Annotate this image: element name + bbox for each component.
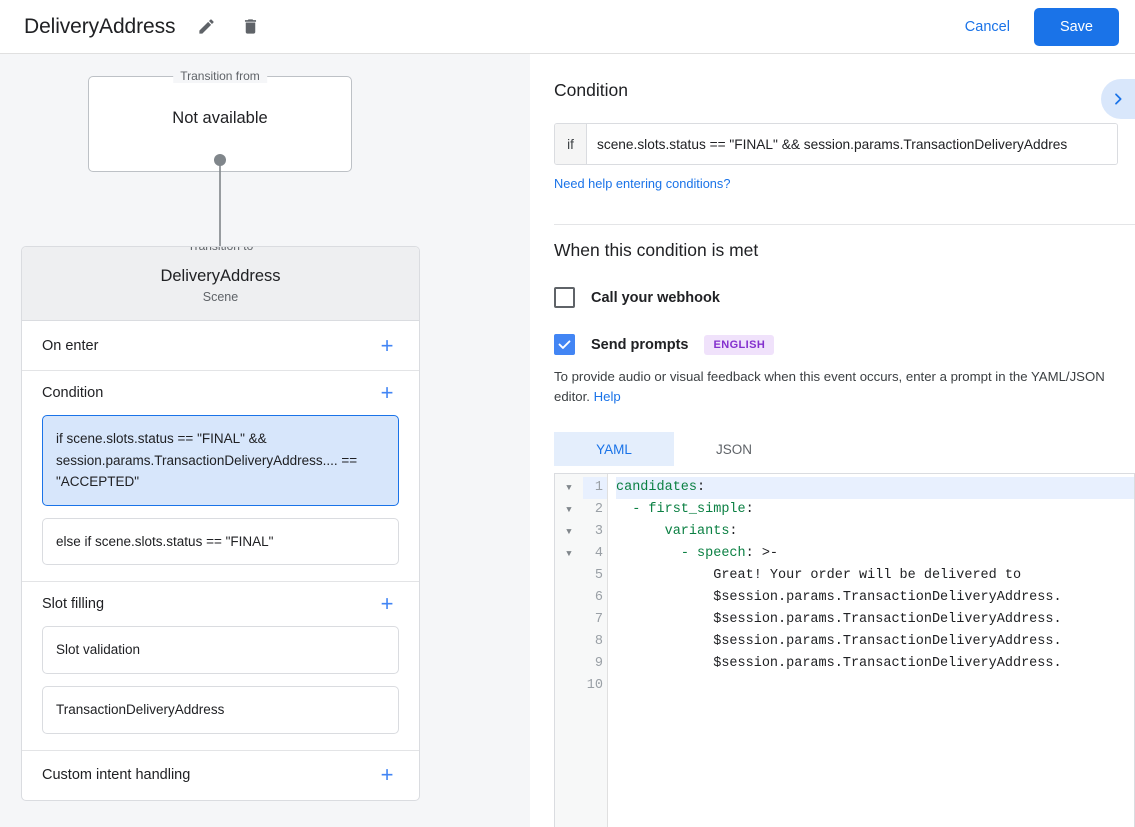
editor-code-area[interactable]: candidates: - first_simple: variants: - … [608, 474, 1134, 827]
when-condition-met-section: When this condition is met Call your web… [530, 240, 1135, 407]
scene-subtitle: Scene [202, 290, 239, 304]
fold-spacer [555, 565, 583, 587]
section-item[interactable]: Slot validation [42, 626, 399, 674]
webhook-row: Call your webhook [554, 287, 1111, 308]
condition-help-link[interactable]: Need help entering conditions? [554, 176, 731, 191]
send-prompts-label: Send prompts [591, 336, 689, 353]
scene-name: DeliveryAddress [160, 267, 281, 285]
code-line: $session.params.TransactionDeliveryAddre… [616, 656, 1062, 671]
code-line: variants: [664, 524, 738, 539]
condition-section: Condition if Need help entering conditio… [530, 54, 1135, 193]
line-number: 8 [594, 634, 603, 649]
section-header: Custom intent handling + [42, 751, 399, 800]
scene-sections: On enter + Condition + if scene.slots.status… [22, 321, 419, 800]
editor-format-tabs: YAML JSON [554, 432, 794, 466]
code-line [616, 675, 1134, 697]
section-header: Slot filling + [42, 582, 399, 626]
yaml-editor[interactable]: ▼ ▼ ▼ ▼ 1 2 3 4 5 6 7 8 9 10 candidates: - first_sim… [554, 473, 1135, 827]
send-prompts-checkbox[interactable] [554, 334, 575, 355]
prompt-description-text: To provide audio or visual feedback when… [554, 369, 1105, 404]
section-divider [554, 224, 1135, 225]
call-webhook-checkbox[interactable] [554, 287, 575, 308]
code-line: $session.params.TransactionDeliveryAddre… [616, 612, 1062, 627]
when-condition-met-heading: When this condition is met [554, 240, 759, 260]
fold-spacer [555, 653, 583, 675]
editor-line-numbers: 1 2 3 4 5 6 7 8 9 10 [583, 474, 608, 827]
line-number: 5 [594, 568, 603, 583]
top-app-bar: DeliveryAddress Cancel Save [0, 0, 1135, 54]
section-title: Custom intent handling [42, 767, 191, 784]
fold-arrow-icon[interactable]: ▼ [566, 549, 572, 559]
cancel-button[interactable]: Cancel [949, 9, 1026, 45]
section-title: On enter [42, 337, 99, 354]
section-title: Condition [42, 385, 104, 401]
save-button[interactable]: Save [1033, 7, 1119, 46]
scene-section: Custom intent handling + [22, 751, 419, 800]
code-line: $session.params.TransactionDeliveryAddre… [616, 634, 1062, 649]
call-webhook-label: Call your webhook [591, 289, 720, 306]
fold-arrow-icon[interactable]: ▼ [566, 527, 572, 537]
section-item[interactable]: TransactionDeliveryAddress [42, 685, 399, 734]
code-line: candidates: [616, 477, 1134, 499]
fold-arrow-icon[interactable]: ▼ [566, 505, 572, 515]
fold-spacer [555, 631, 583, 653]
line-number: 2 [594, 502, 603, 517]
line-number: 10 [586, 678, 603, 693]
scene-section: On enter + [22, 321, 419, 371]
transition-to-card: Transition to DeliveryAddress Scene On e… [21, 246, 420, 801]
yaml-key: variants [664, 524, 730, 539]
section-header: On enter + [42, 321, 399, 370]
line-number: 3 [594, 524, 603, 539]
page-title: DeliveryAddress [24, 14, 176, 38]
line-number: 9 [594, 656, 603, 671]
scene-section: Condition + if scene.slots.status == "FINA… [22, 371, 419, 583]
code-line: - speech: >- [680, 546, 779, 561]
transition-to-legend: Transition to [180, 246, 261, 253]
add-icon[interactable]: + [380, 332, 394, 358]
section-title: Slot filling [42, 596, 105, 613]
line-number: 4 [594, 546, 603, 561]
line-number: 7 [594, 612, 603, 627]
tab-yaml[interactable]: YAML [554, 432, 674, 466]
yaml-key: - first_simple [632, 502, 746, 517]
trash-icon[interactable] [237, 14, 263, 40]
section-item[interactable]: if scene.slots.status == "FINAL" && sess… [42, 415, 399, 506]
send-prompts-row: Send prompts ENGLISH [554, 334, 1111, 355]
fold-spacer [555, 587, 583, 609]
language-badge: ENGLISH [704, 334, 775, 355]
active-line-highlight [616, 477, 1134, 499]
fold-spacer [555, 675, 583, 697]
right-panel: Condition if Need help entering conditio… [530, 54, 1135, 827]
section-item[interactable]: else if scene.slots.status == "FINAL" [42, 517, 399, 566]
condition-heading: Condition [554, 80, 628, 100]
prompt-description: To provide audio or visual feedback when… [554, 367, 1111, 407]
yaml-key: - speech [680, 546, 746, 561]
left-panel: Transition from Not available Transition… [0, 54, 530, 827]
prompt-help-link[interactable]: Help [593, 388, 621, 404]
section-header: Condition + [42, 371, 399, 415]
yaml-key: candidates [616, 480, 698, 495]
topbar-actions: Cancel Save [949, 7, 1119, 46]
code-line: $session.params.TransactionDeliveryAddre… [616, 590, 1062, 605]
chevron-right-icon[interactable] [1101, 79, 1135, 119]
condition-input-row: if [554, 123, 1118, 165]
transition-from-legend: Transition from [173, 69, 267, 83]
pencil-icon[interactable] [193, 14, 219, 40]
code-line: Great! Your order will be delivered to [616, 568, 1022, 583]
add-icon[interactable]: + [380, 762, 394, 788]
fold-spacer [555, 609, 583, 631]
line-number: 1 [583, 477, 607, 499]
condition-if-label: if [555, 124, 587, 164]
add-icon[interactable]: + [380, 591, 394, 617]
line-number: 6 [594, 590, 603, 605]
code-line: - first_simple: [632, 502, 754, 517]
fold-arrow-icon[interactable]: ▼ [566, 483, 572, 493]
tab-json[interactable]: JSON [715, 441, 752, 457]
editor-fold-gutter[interactable]: ▼ ▼ ▼ ▼ [555, 474, 583, 827]
add-icon[interactable]: + [380, 380, 394, 405]
scene-header: Transition to DeliveryAddress Scene [22, 246, 419, 321]
condition-input[interactable] [587, 124, 1117, 164]
transition-from-value: Not available [172, 109, 268, 127]
